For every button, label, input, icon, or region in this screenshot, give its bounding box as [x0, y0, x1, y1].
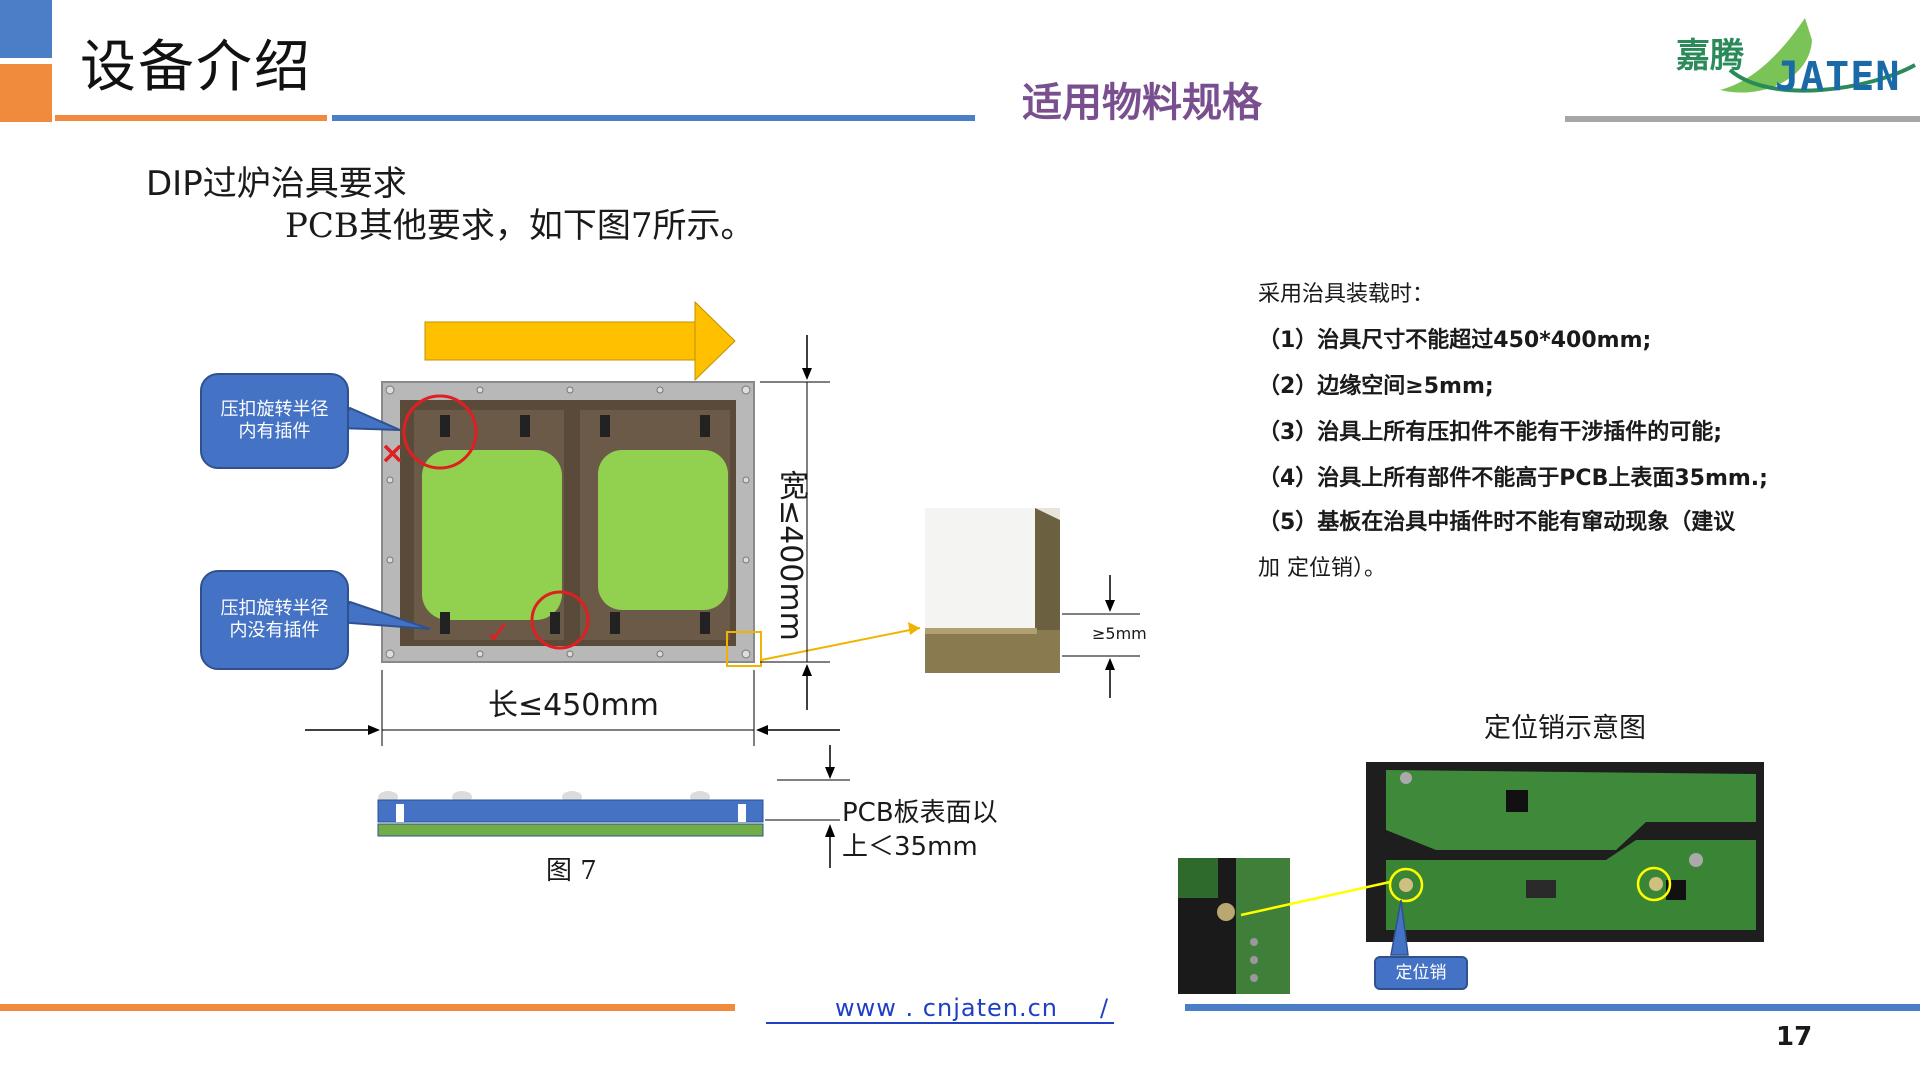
figure-caption: 图 7	[546, 856, 597, 886]
requirement-item: （3）治具上所有压扣件不能有干涉插件的可能;	[1258, 420, 1723, 445]
requirement-item: （2）边缘空间≥5mm;	[1258, 374, 1494, 399]
logo-english: JATEN	[1775, 54, 1901, 100]
pin-photo	[1178, 762, 1764, 994]
fixture-photo	[381, 381, 755, 663]
requirements-intro: 采用治具装载时：	[1258, 282, 1435, 307]
footer-url-slash: /	[1100, 994, 1109, 1022]
marker-check: ✓	[486, 616, 512, 651]
header-square-orange	[0, 64, 52, 122]
marker-circle-bad	[402, 394, 478, 470]
logo-chinese: 嘉腾	[1676, 36, 1744, 76]
edge-highlight-box	[726, 631, 762, 667]
marker-x: ×	[380, 436, 406, 471]
width-dimension-label: 宽≤400mm	[773, 470, 808, 641]
footer-rule-orange	[0, 1004, 735, 1011]
pin-label-badge: 定位销	[1374, 956, 1468, 990]
requirement-continuation: 加 定位销）。	[1258, 556, 1386, 581]
marker-circle-good	[530, 590, 590, 650]
direction-arrow-icon	[424, 300, 736, 382]
page-title: 设备介绍	[80, 35, 312, 100]
pin-figure-title: 定位销示意图	[1484, 713, 1646, 744]
footer-rule-blue	[1185, 1004, 1920, 1011]
height-label-line2: 上＜35mm	[842, 832, 978, 862]
header-rule-orange	[55, 115, 327, 121]
section-heading: DIP过炉治具要求	[146, 164, 407, 204]
pcb-side-profile	[377, 791, 764, 837]
footer-url-link[interactable]: www . cnjaten.cn	[766, 994, 1114, 1024]
requirement-item: （4）治具上所有部件不能高于PCB上表面35mm.;	[1258, 466, 1768, 491]
logo-swoosh-icon	[1720, 18, 1916, 93]
length-dimension-label: 长≤450mm	[488, 688, 659, 723]
callout-no-interference: 压扣旋转半径内没有插件	[200, 570, 349, 670]
fixture-diagram	[305, 300, 1140, 868]
requirement-item: （1）治具尺寸不能超过450*400mm;	[1258, 328, 1652, 353]
page-number: 17	[1776, 1022, 1813, 1052]
section-subheading: PCB其他要求，如下图7所示。	[285, 206, 755, 246]
edge-dimension-label: ≥5mm	[1092, 624, 1147, 643]
header-rule-blue	[332, 115, 975, 121]
height-label-line1: PCB板表面以	[842, 798, 998, 828]
page-subtitle: 适用物料规格	[1022, 80, 1262, 126]
callout-interference: 压扣旋转半径内有插件	[200, 373, 349, 469]
edge-photo	[925, 508, 1060, 673]
header-rule-gray	[1565, 116, 1920, 122]
requirement-item: （5）基板在治具中插件时不能有窜动现象（建议	[1258, 510, 1736, 535]
header-square-blue	[0, 0, 52, 58]
